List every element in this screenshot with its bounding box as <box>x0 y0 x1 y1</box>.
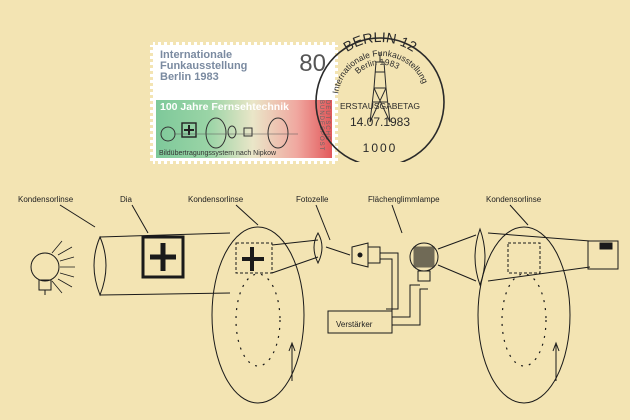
label-dia: Dia <box>120 195 133 204</box>
screen-icon <box>587 240 619 270</box>
verstaerker-box <box>327 310 393 334</box>
glow-lamp-icon <box>409 242 439 282</box>
stamp-title-line: Berlin 1983 <box>160 71 219 83</box>
fotozelle-icon <box>351 242 381 268</box>
condenser-lens-1-icon <box>93 235 107 297</box>
postmark: BERLIN 12 Internationale Funkausstellung… <box>315 29 445 162</box>
stamp-title-line: Internationale <box>160 49 233 61</box>
postmark-postcode: 1000 <box>363 141 398 155</box>
nipkow-disc-2-icon <box>477 226 571 404</box>
condenser-lens-3-icon <box>474 227 486 287</box>
postmark-date: 14.07.1983 <box>350 115 410 129</box>
stamp-value: 80 <box>299 50 326 77</box>
light-bulb-icon <box>30 240 75 295</box>
diagram-drawing <box>30 204 619 404</box>
dia-slide-icon <box>141 235 185 279</box>
radio-tower-icon <box>369 52 391 123</box>
nipkow-disc-1-icon <box>211 226 305 404</box>
postmark-day-label: ERSTAUSGABETAG <box>340 101 420 111</box>
condenser-lens-2-icon <box>313 231 323 265</box>
leader-line <box>315 204 331 241</box>
nipkow-diagram: Kondensorlinse Dia Kondensorlinse Fotoze… <box>0 185 630 420</box>
label-kondensorlinse-3: Kondensorlinse <box>486 195 542 204</box>
label-verstaerker: Verstärker <box>336 320 373 329</box>
stamp-caption: Bildübertragungssystem nach Nipkow <box>159 150 277 157</box>
stamp-header <box>156 48 332 100</box>
label-kondensorlinse-1: Kondensorlinse <box>18 195 74 204</box>
label-fotozelle: Fotozelle <box>296 195 329 204</box>
leader-line <box>509 204 529 226</box>
leader-line <box>235 204 259 226</box>
stamp-title: Internationale Funkausstellung Berlin 19… <box>160 50 310 83</box>
stamp-subtitle: 100 Jahre Fernsehtechnik <box>160 101 289 113</box>
label-flaechenglimmlampe: Flächenglimmlampe <box>368 195 440 204</box>
stamp-artwork: Internationale Funkausstellung Berlin 19… <box>156 48 332 158</box>
leader-line <box>391 204 403 234</box>
leader-line <box>59 204 96 228</box>
stamp-title-line: Funkausstellung <box>160 60 248 72</box>
nipkow-miniature-icon <box>160 117 298 149</box>
leader-line <box>131 204 149 234</box>
label-kondensorlinse-2: Kondensorlinse <box>188 195 244 204</box>
postage-stamp: Internationale Funkausstellung Berlin 19… <box>150 42 338 164</box>
